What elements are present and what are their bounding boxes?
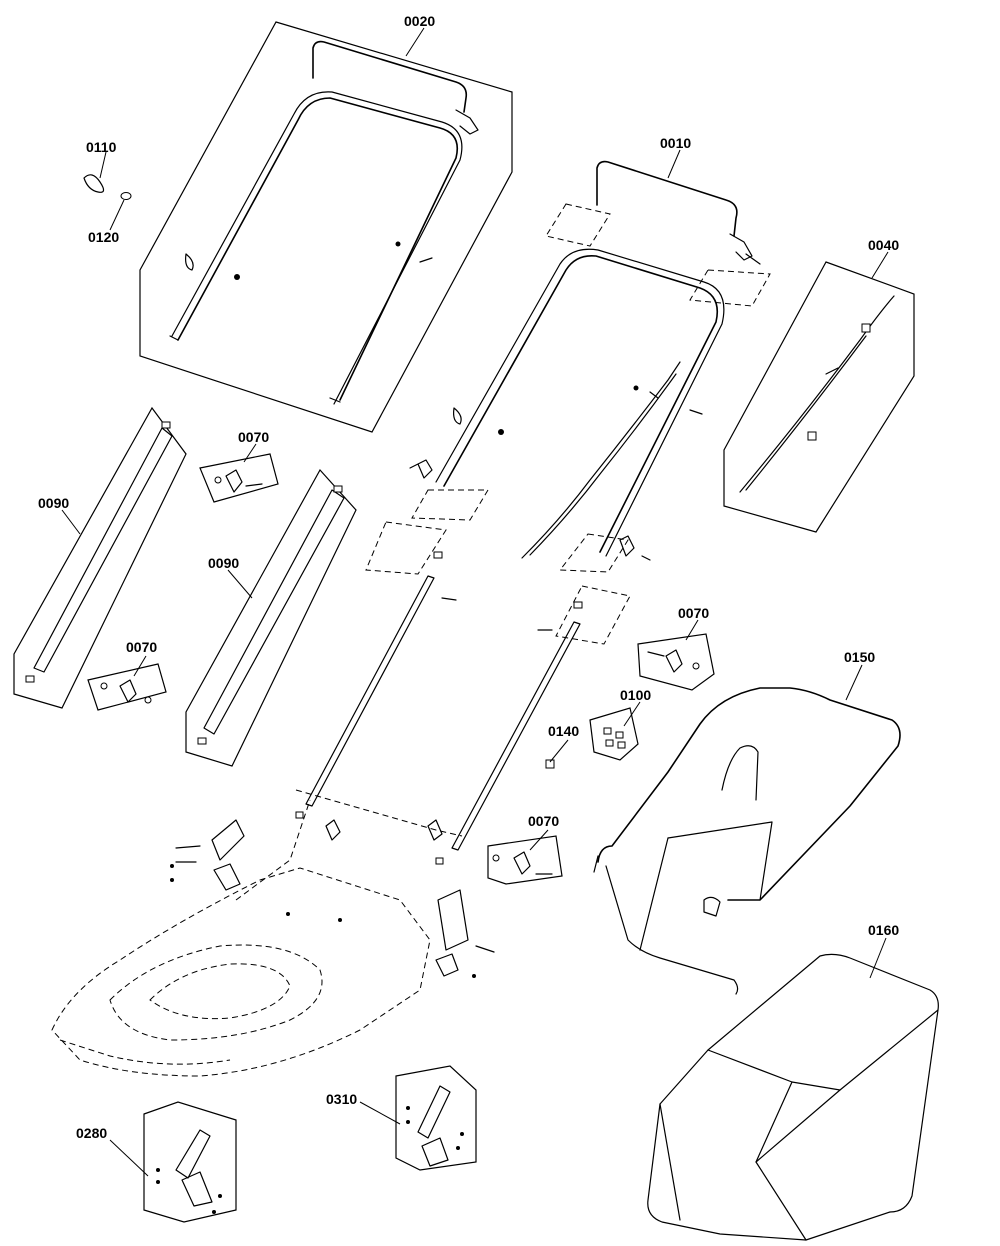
leader-lines — [61, 27, 889, 1177]
label-0090-b: 0090 — [208, 555, 239, 571]
label-0120: 0120 — [88, 229, 119, 245]
label-0070-c: 0070 — [678, 605, 709, 621]
knob-box-0070-a — [199, 453, 279, 503]
knob-box-0070-b — [87, 663, 167, 711]
panel-0020-upper-handle — [139, 21, 513, 433]
main-handle-0010 — [365, 160, 771, 645]
callout-labels: 0020 0110 0120 0010 0040 0070 0090 0090 … — [38, 13, 899, 1141]
label-0090-a: 0090 — [38, 495, 69, 511]
label-0070-a: 0070 — [238, 429, 269, 445]
side-bar-0090-right — [185, 468, 357, 767]
parts-0110-0120 — [83, 151, 132, 231]
side-bar-0090-left — [13, 406, 187, 709]
grass-box-frame-0150 — [593, 687, 901, 995]
label-0070-d: 0070 — [528, 813, 559, 829]
panel-0040-cable — [723, 261, 915, 533]
label-0160: 0160 — [868, 922, 899, 938]
panel-0310-bracket — [395, 1065, 477, 1171]
label-0020: 0020 — [404, 13, 435, 29]
nut-0140 — [545, 759, 555, 769]
knob-box-0070-d — [487, 835, 563, 885]
label-0140: 0140 — [548, 723, 579, 739]
nuts-box-0100 — [589, 707, 639, 761]
label-0280: 0280 — [76, 1125, 107, 1141]
grass-bag-0160 — [647, 953, 939, 1241]
label-0040: 0040 — [868, 237, 899, 253]
label-0100: 0100 — [620, 687, 651, 703]
label-0110: 0110 — [86, 139, 117, 155]
label-0310: 0310 — [326, 1091, 357, 1107]
label-0010: 0010 — [660, 135, 691, 151]
lower-tubes — [295, 551, 583, 865]
label-0150: 0150 — [844, 649, 875, 665]
knob-box-0070-c — [637, 633, 715, 691]
mower-deck — [51, 799, 495, 1077]
label-0070-b: 0070 — [126, 639, 157, 655]
panel-0280-bracket — [143, 1101, 237, 1223]
